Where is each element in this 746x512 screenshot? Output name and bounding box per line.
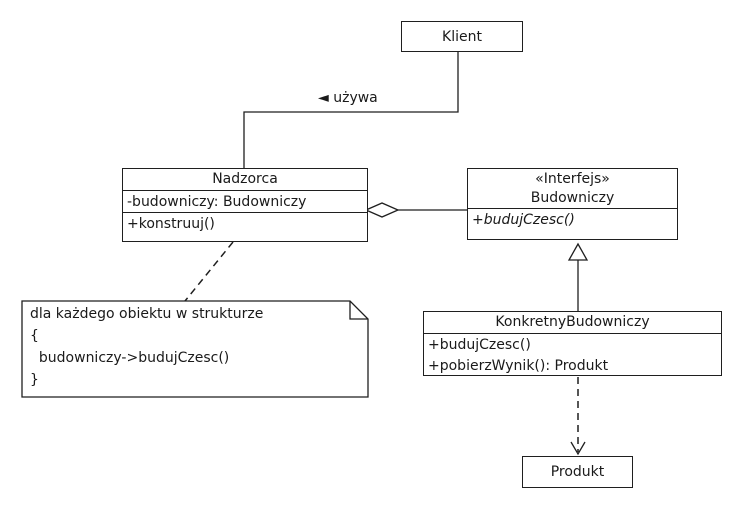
note-dogear-icon (349, 301, 368, 320)
method-budujczesc: +budujCzesc() (428, 337, 531, 353)
class-budowniczy: «Interfejs» Budowniczy +budujCzesc() (467, 168, 678, 240)
note-comment: dla każdego obiektu w strukturze { budow… (30, 303, 360, 391)
aggregation-diamond-icon (364, 202, 400, 218)
class-klient-title: Klient (442, 28, 482, 45)
class-konkretny-budowniczy-methods: +budujCzesc() +pobierzWynik(): Produkt (424, 334, 721, 376)
class-produkt: Produkt (522, 456, 633, 488)
class-nadzorca-attributes: -budowniczy: Budowniczy (123, 191, 367, 213)
note-line: } (30, 372, 39, 388)
association-label-uzywa: ◄ używa (318, 90, 378, 106)
association-klient-nadzorca (243, 52, 459, 168)
method-konstruuj: +konstruuj() (127, 216, 215, 232)
note-line: { (30, 328, 39, 344)
note-line: budowniczy->budujCzesc() (30, 350, 230, 366)
class-klient: Klient (401, 21, 523, 52)
note-line: dla każdego obiektu w strukturze (30, 306, 264, 322)
class-budowniczy-header: «Interfejs» Budowniczy (468, 169, 677, 209)
method-pobierzwynik: +pobierzWynik(): Produkt (428, 358, 609, 374)
class-nadzorca: Nadzorca -budowniczy: Budowniczy +konstr… (122, 168, 368, 242)
class-nadzorca-methods: +konstruuj() (123, 213, 367, 242)
method-budujczesc-abstract: +budujCzesc() (472, 212, 575, 228)
realization-triangle-icon (567, 242, 589, 261)
class-budowniczy-title: Budowniczy (530, 190, 615, 206)
class-konkretny-budowniczy-title: KonkretnyBudowniczy (424, 312, 721, 334)
note-anchor-line (184, 241, 234, 302)
class-budowniczy-stereotype: «Interfejs» (535, 171, 610, 187)
note-shape (21, 300, 369, 398)
class-budowniczy-methods: +budujCzesc() (468, 209, 677, 239)
class-nadzorca-title: Nadzorca (123, 169, 367, 191)
class-produkt-title: Produkt (550, 464, 605, 480)
class-konkretny-budowniczy: KonkretnyBudowniczy +budujCzesc() +pobie… (423, 311, 722, 376)
dependency-open-arrow-icon (570, 441, 586, 456)
attribute-budowniczy: -budowniczy: Budowniczy (127, 194, 307, 210)
